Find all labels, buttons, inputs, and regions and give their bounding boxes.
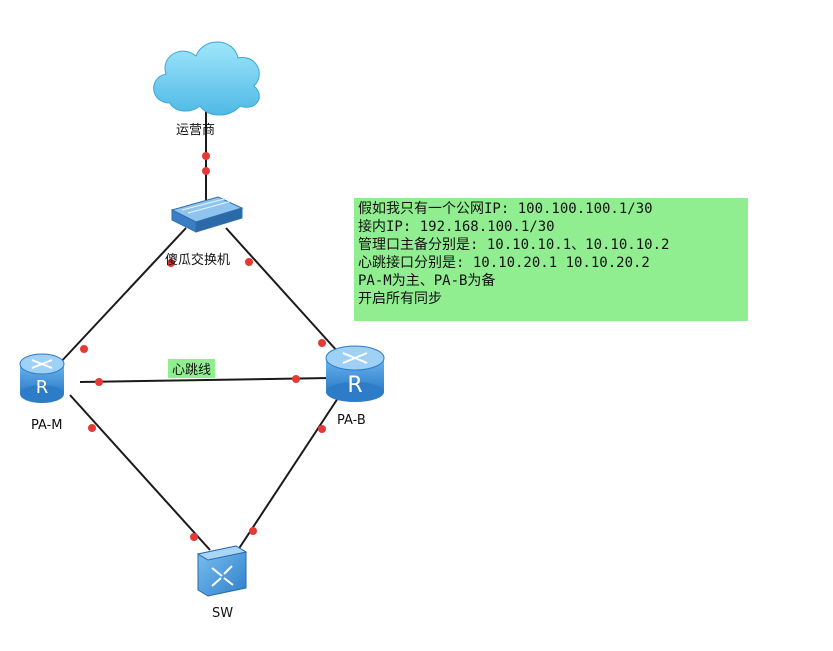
port-dot bbox=[249, 527, 257, 535]
sw-label: SW bbox=[212, 606, 234, 621]
port-dot bbox=[88, 424, 96, 432]
link-pa-m-sw bbox=[69, 394, 211, 551]
note-line: 心跳接口分别是: 10.10.20.1 10.10.20.2 bbox=[358, 255, 650, 271]
note-line: 假如我只有一个公网IP: 100.100.100.1/30 bbox=[358, 201, 653, 217]
svg-text:R: R bbox=[347, 373, 362, 398]
port-dot bbox=[95, 378, 103, 386]
port-dot bbox=[167, 259, 175, 267]
switch-icon bbox=[170, 196, 244, 233]
note-line: 接内IP: 192.168.100.1/30 bbox=[358, 219, 555, 235]
port-dot bbox=[202, 152, 210, 160]
port-dot bbox=[318, 425, 326, 433]
link-dumb-switch-pa-m bbox=[57, 227, 187, 366]
port-dot bbox=[318, 339, 326, 347]
link-heartbeat bbox=[79, 377, 331, 383]
router-icon: R bbox=[19, 353, 65, 403]
svg-text:R: R bbox=[36, 377, 49, 398]
cloud-icon bbox=[153, 41, 260, 116]
note-line: PA-M为主、PA-B为备 bbox=[358, 273, 496, 289]
config-note: 假如我只有一个公网IP: 100.100.100.1/30 接内IP: 192.… bbox=[354, 198, 748, 321]
isp-label: 运营商 bbox=[176, 123, 216, 138]
note-line: 管理口主备分别是: 10.10.10.1、10.10.10.2 bbox=[358, 237, 670, 253]
router-icon: R bbox=[325, 345, 385, 402]
link-dumb-switch-pa-b bbox=[225, 227, 348, 363]
core-switch-icon bbox=[196, 545, 248, 597]
port-dot bbox=[245, 258, 253, 266]
link-pa-b-sw bbox=[237, 394, 341, 551]
port-dot bbox=[202, 167, 210, 175]
pa-m-label: PA-M bbox=[31, 418, 63, 433]
port-dot bbox=[292, 375, 300, 383]
note-line: 开启所有同步 bbox=[358, 291, 442, 307]
heartbeat-link-label: 心跳线 bbox=[168, 359, 216, 378]
pa-b-label: PA-B bbox=[337, 413, 366, 428]
port-dot bbox=[190, 533, 198, 541]
port-dot bbox=[80, 345, 88, 353]
port-dots bbox=[80, 152, 326, 541]
dumb-switch-label: 傻瓜交换机 bbox=[165, 253, 231, 268]
